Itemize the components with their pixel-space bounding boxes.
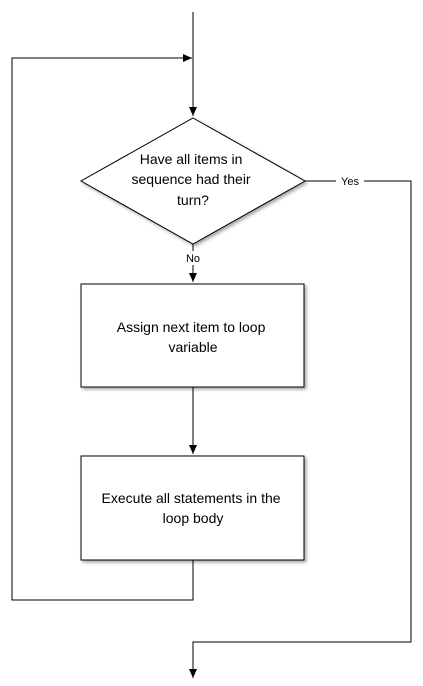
no-label: No xyxy=(186,253,200,265)
assign-process-box xyxy=(80,283,305,388)
svg-text:Execute all statements in the: Execute all statements in the loop body xyxy=(102,490,285,526)
decision-text-line-3: turn? xyxy=(177,192,209,208)
assign-text-line-1: Assign next item to loop xyxy=(117,319,266,335)
loop-back-arrow xyxy=(11,54,194,601)
yes-label: Yes xyxy=(341,176,359,188)
svg-text:Assign next item to loop v: Assign next item to loop variable xyxy=(117,319,270,355)
decision-text-line-1: Have all items in xyxy=(140,151,243,167)
decision-text-line-2: sequence had their xyxy=(132,171,251,187)
execute-text-line-1: Execute all statements in the xyxy=(102,490,281,506)
execute-process-box xyxy=(80,455,305,561)
assign-text-line-2: variable xyxy=(168,339,217,355)
yes-branch-arrow xyxy=(189,180,412,678)
yes-label-bg xyxy=(336,174,364,188)
execute-text-line-2: loop body xyxy=(163,510,224,526)
no-label-bg xyxy=(181,251,205,265)
svg-text:Have all items in sequence: Have all items in sequence had their tur… xyxy=(132,151,255,208)
